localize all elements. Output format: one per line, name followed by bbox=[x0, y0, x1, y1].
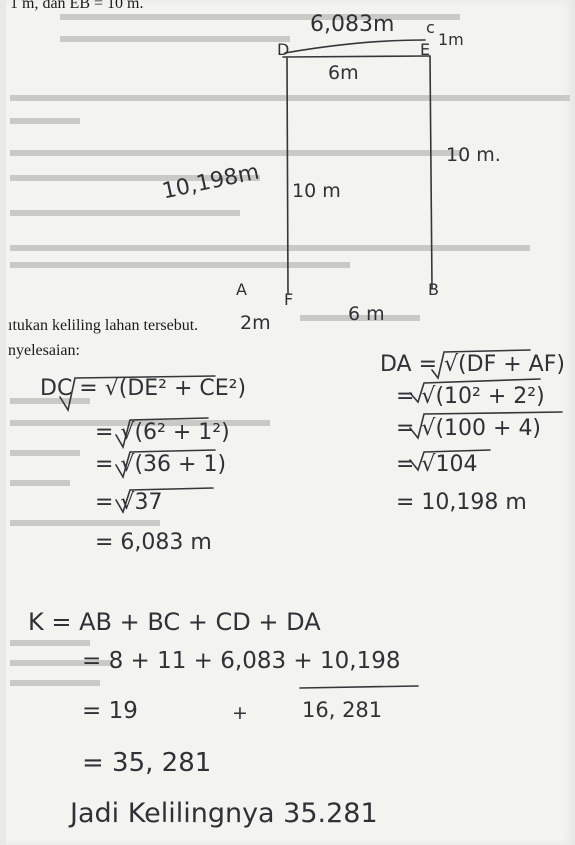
dc-step1-radical bbox=[115, 417, 209, 450]
edge-EB bbox=[429, 55, 433, 289]
da-formula: DA = √(DF + AF) bbox=[380, 352, 565, 377]
k-step2-plus: + bbox=[232, 702, 248, 724]
k-step2-right: 16, 281 bbox=[302, 698, 383, 722]
header-fragment: 1 m, dan EB = 10 m. bbox=[10, 0, 144, 12]
k-formula: K = AB + BC + CD + DA bbox=[28, 608, 321, 636]
dc-radical bbox=[59, 375, 216, 413]
dc-formula: DC = √(DE² + CE²) bbox=[40, 376, 247, 401]
label-point-E: E bbox=[420, 40, 431, 59]
dc-step3: = √37 bbox=[95, 490, 163, 515]
underline-sum bbox=[299, 685, 419, 689]
dc-step1: = √(6² + 1²) bbox=[95, 420, 230, 445]
k-result: = 35, 281 bbox=[82, 748, 212, 778]
da-radical bbox=[431, 349, 531, 380]
problem-statement: ıtukan keliling lahan tersebut. bbox=[8, 317, 199, 334]
dc-step3-radical bbox=[115, 487, 214, 514]
da-step3-radical bbox=[409, 449, 491, 472]
da-step2: = √(100 + 4) bbox=[396, 416, 542, 441]
label-CE-length: 1m bbox=[438, 30, 464, 49]
k-step2-left: = 19 bbox=[82, 698, 138, 724]
da-step3: = √104 bbox=[396, 452, 478, 477]
label-DE-length: 6m bbox=[328, 62, 359, 84]
edge-DF bbox=[286, 57, 289, 294]
dc-result: = 6,083 m bbox=[95, 530, 212, 555]
label-AF-length: 2m bbox=[240, 312, 271, 334]
label-point-F: F bbox=[284, 290, 294, 309]
k-step1: = 8 + 11 + 6,083 + 10,198 bbox=[82, 648, 401, 674]
label-point-B: B bbox=[428, 280, 439, 299]
label-FB-length: 6 m bbox=[348, 303, 385, 325]
label-right-length: 10 m. bbox=[446, 144, 501, 166]
da-step1: = √(10² + 2²) bbox=[396, 384, 545, 409]
label-DF-length: 10 m bbox=[292, 180, 341, 202]
conclusion: Jadi Kelilingnya 35.281 bbox=[70, 798, 378, 829]
da-step1-radical bbox=[409, 378, 541, 404]
edge-DC bbox=[284, 39, 426, 54]
label-point-D: D bbox=[277, 40, 290, 59]
da-step2-radical bbox=[409, 411, 563, 440]
dc-step2: = √(36 + 1) bbox=[95, 452, 227, 477]
dc-step2-radical bbox=[115, 449, 216, 480]
label-point-A: A bbox=[236, 280, 247, 299]
da-result: = 10,198 m bbox=[396, 490, 527, 515]
label-point-C: c bbox=[426, 18, 435, 37]
label-top-length: 6,083m bbox=[310, 12, 395, 37]
solution-heading: nyelesaian: bbox=[8, 342, 80, 359]
edge-DE bbox=[282, 55, 431, 58]
